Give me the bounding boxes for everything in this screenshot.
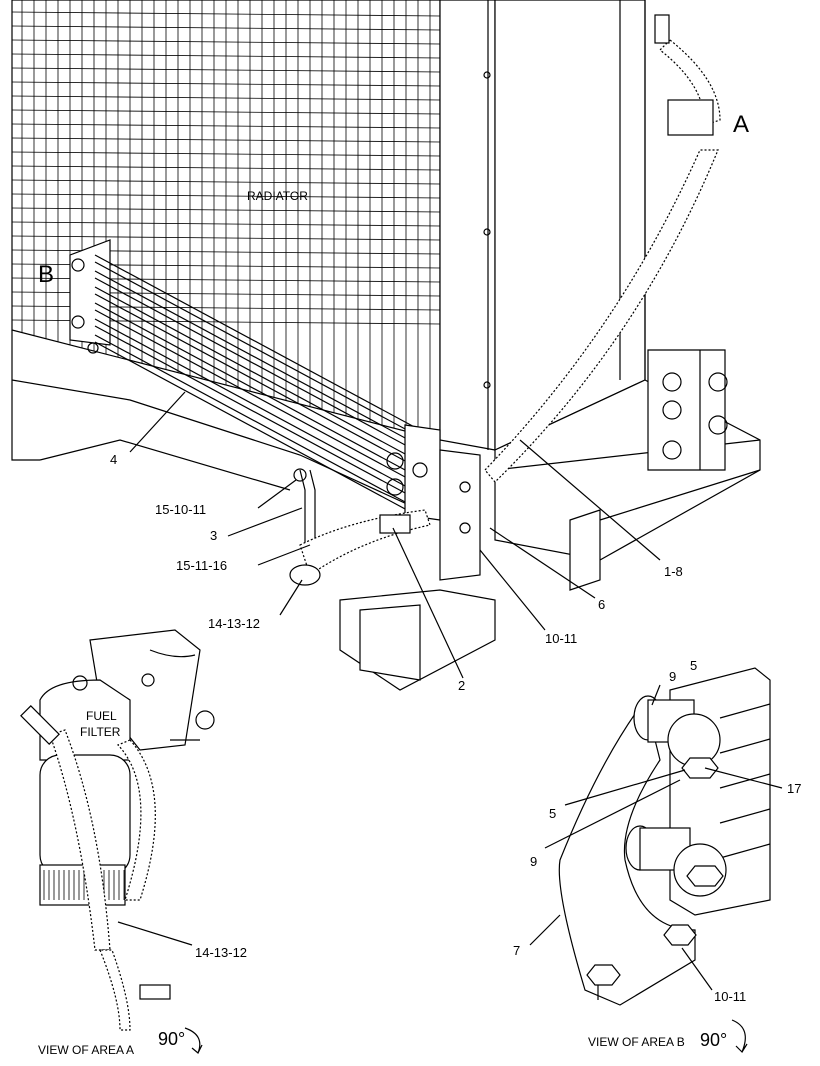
callout-2: 2 [458, 678, 465, 693]
view-a-rotation: 90° [158, 1029, 185, 1049]
callout-3: 3 [210, 528, 217, 543]
callout-1-8: 1-8 [664, 564, 683, 579]
callout-4: 4 [110, 452, 117, 467]
callout-10-11-bottom: 10-11 [714, 989, 746, 1004]
callout-9-top: 9 [669, 669, 676, 684]
view-b-rotation: 90° [700, 1030, 727, 1050]
view-b-marker: B [38, 261, 54, 288]
fuel-filter-label-1: FUEL [86, 709, 117, 723]
callout-5-mid: 5 [549, 806, 556, 821]
fuel-line-assembly [289, 468, 431, 586]
hose-1-8 [484, 149, 719, 483]
view-b-caption: VIEW OF AREA B [588, 1035, 685, 1049]
radiator-label: RADIATOR [247, 189, 308, 203]
view-a-fuel-filter [20, 629, 215, 1031]
leader-lines [117, 391, 783, 991]
rotation-arrow-icon [184, 1019, 748, 1054]
view-b-bracket [558, 667, 771, 1006]
callout-9-mid: 9 [530, 854, 537, 869]
radiator-core [11, 0, 441, 441]
clip-a [667, 99, 714, 136]
base-frame [11, 330, 761, 691]
callout-14-13-12-top: 14-13-12 [208, 616, 260, 631]
view-a-caption: VIEW OF AREA A [38, 1043, 134, 1057]
fuel-filter-label-2: FILTER [80, 725, 121, 739]
oil-cooler [69, 239, 481, 581]
radiator-side-panel [439, 0, 646, 451]
callout-5-top: 5 [690, 658, 697, 673]
fitting-top [654, 14, 670, 44]
callout-17: 17 [787, 781, 801, 796]
callout-14-13-12-bottom: 14-13-12 [195, 945, 247, 960]
callout-15-11-16: 15-11-16 [176, 558, 227, 573]
view-a-marker: A [733, 111, 749, 138]
callout-6: 6 [598, 597, 605, 612]
callout-15-10-11: 15-10-11 [155, 502, 206, 517]
callout-10-11-top: 10-11 [545, 631, 577, 646]
callout-7: 7 [513, 943, 520, 958]
